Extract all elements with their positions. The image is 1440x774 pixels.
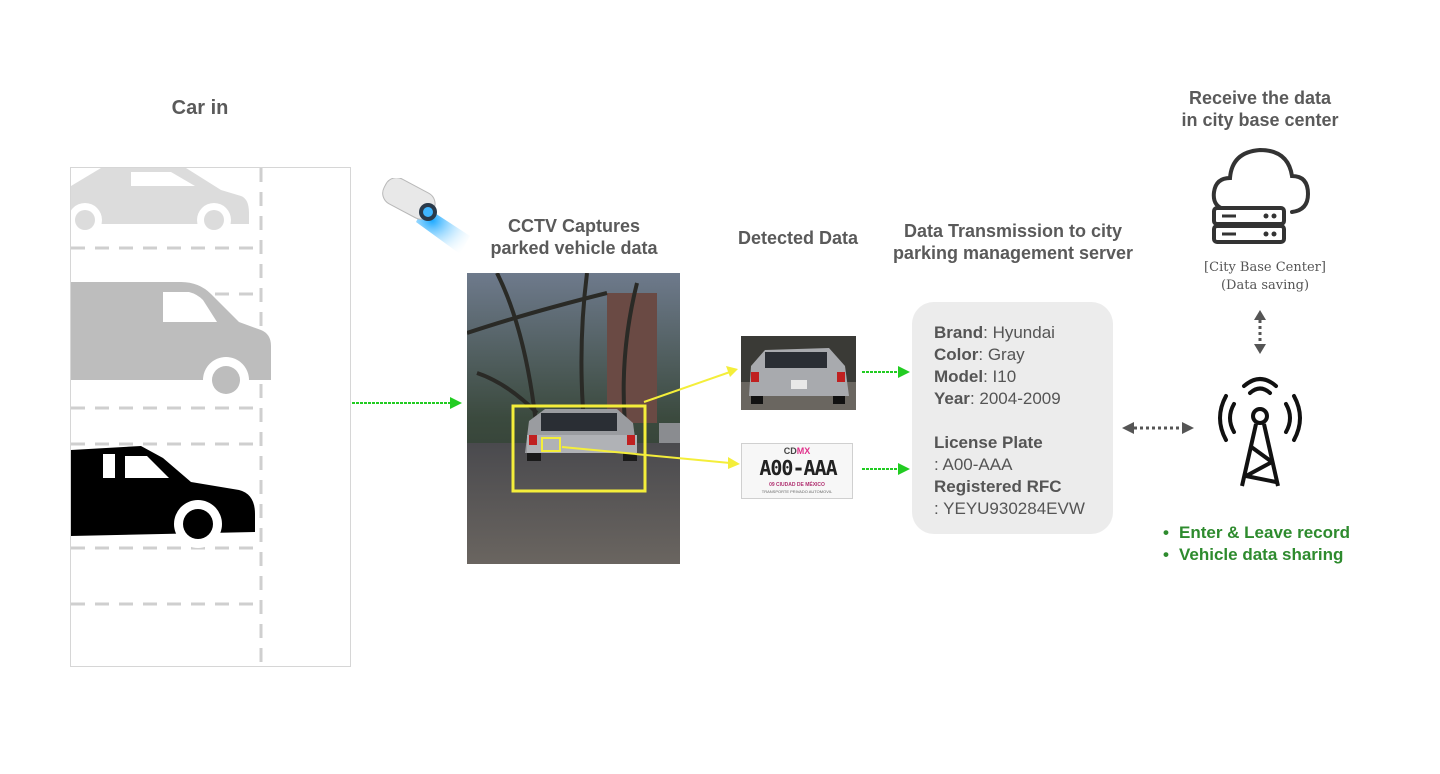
- cloud-server-icon: [1208, 146, 1312, 246]
- light-sedan-icon: [71, 168, 249, 237]
- color-row: Color: Gray: [934, 344, 1113, 366]
- plate-region: CDMX: [742, 446, 852, 456]
- cctv-title: CCTV Captures parked vehicle data: [464, 215, 684, 259]
- feature-item: •Enter & Leave record: [1163, 522, 1350, 544]
- parking-lot-drawing: [71, 168, 351, 667]
- receive-title: Receive the data in city base center: [1150, 87, 1370, 131]
- detected-car-thumbnail: [741, 336, 856, 410]
- receive-title-line1: Receive the data: [1150, 87, 1370, 109]
- detection-arrows: [556, 360, 746, 470]
- cctv-camera-icon: [380, 178, 472, 256]
- rfc-value: : YEYU930284EVW: [934, 498, 1113, 520]
- transmission-title-line2: parking management server: [880, 242, 1146, 264]
- gray-van-icon: [71, 282, 271, 403]
- license-plate-image: CDMX A00-AAA 09 CIUDAD DE MÉXICO TRANSPO…: [741, 443, 853, 499]
- arrow-car-to-info: [862, 364, 912, 380]
- cctv-title-line2: parked vehicle data: [464, 237, 684, 259]
- parking-lot: [70, 167, 351, 667]
- arrow-server-tower: [1251, 308, 1269, 356]
- parking-slot-lines: [71, 168, 261, 667]
- feature-list: •Enter & Leave record •Vehicle data shar…: [1163, 522, 1350, 566]
- detected-data-title: Detected Data: [718, 227, 878, 249]
- plate-label: License Plate: [934, 432, 1113, 454]
- receive-title-line2: in city base center: [1150, 109, 1370, 131]
- brand-row: Brand: Hyundai: [934, 322, 1113, 344]
- model-row: Model: I10: [934, 366, 1113, 388]
- plate-number: A00-AAA: [746, 456, 850, 480]
- server-caption-line1: [City Base Center]: [1180, 259, 1350, 277]
- black-car-icon: [71, 446, 255, 548]
- arrow-plate-to-info: [862, 461, 912, 477]
- arrow-lot-to-cctv: [352, 394, 464, 412]
- transmission-title: Data Transmission to city parking manage…: [880, 220, 1146, 264]
- signal-tower-icon: [1212, 366, 1308, 490]
- car-in-title: Car in: [140, 97, 260, 119]
- server-caption-line2: (Data saving): [1180, 277, 1350, 295]
- rfc-label: Registered RFC: [934, 476, 1113, 498]
- plate-value: : A00-AAA: [934, 454, 1113, 476]
- year-row: Year: 2004-2009: [934, 388, 1113, 410]
- server-caption: [City Base Center] (Data saving): [1180, 259, 1350, 295]
- vehicle-info-box: Brand: Hyundai Color: Gray Model: I10 Ye…: [912, 302, 1113, 534]
- plate-caption-2: TRANSPORTE PRIVADO AUTOMOVIL: [742, 489, 852, 494]
- plate-caption-1: 09 CIUDAD DE MÉXICO: [742, 482, 852, 488]
- arrow-info-tower: [1120, 419, 1196, 437]
- transmission-title-line1: Data Transmission to city: [880, 220, 1146, 242]
- cctv-title-line1: CCTV Captures: [464, 215, 684, 237]
- feature-item: •Vehicle data sharing: [1163, 544, 1350, 566]
